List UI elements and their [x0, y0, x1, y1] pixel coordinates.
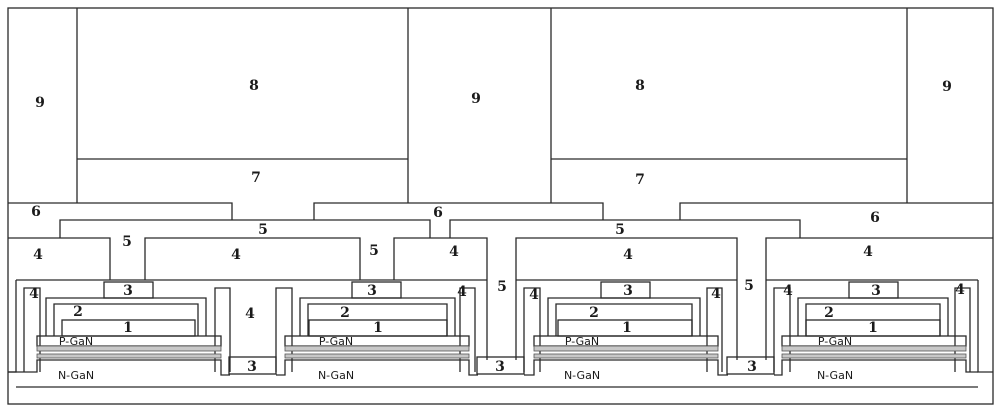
- label-6: 6: [870, 210, 880, 226]
- layer4-boundary: [766, 238, 993, 360]
- label-8: 8: [635, 78, 645, 94]
- label-2: 2: [824, 305, 834, 321]
- label-1: 1: [868, 320, 878, 336]
- layer4-boundary: [8, 238, 110, 280]
- layer6-boundary: [8, 203, 232, 220]
- label-3: 3: [871, 283, 881, 299]
- label-2: 2: [589, 305, 599, 321]
- label-9: 9: [35, 95, 45, 111]
- label-1: 1: [123, 320, 133, 336]
- led-chip-1: [8, 282, 276, 375]
- label-3: 3: [247, 359, 257, 375]
- label-4: 4: [231, 247, 241, 263]
- label-5: 5: [497, 279, 507, 295]
- label-4: 4: [449, 244, 459, 260]
- label-4: 4: [245, 306, 255, 322]
- label-2: 2: [340, 305, 350, 321]
- layer4-boundary: [394, 238, 487, 360]
- label-p-gan: P-GaN: [319, 335, 353, 348]
- label-5: 5: [615, 222, 625, 238]
- layer6-boundary: [680, 203, 993, 220]
- label-1: 1: [373, 320, 383, 336]
- label-4: 4: [623, 247, 633, 263]
- label-5: 5: [369, 243, 379, 259]
- label-4: 4: [29, 286, 39, 302]
- label-4: 4: [529, 287, 539, 303]
- label-9: 9: [942, 79, 952, 95]
- label-3: 3: [495, 359, 505, 375]
- label-n-gan: N-GaN: [564, 369, 600, 382]
- label-3: 3: [123, 283, 133, 299]
- label-4: 4: [783, 283, 793, 299]
- label-6: 6: [433, 205, 443, 221]
- label-8: 8: [249, 78, 259, 94]
- label-1: 1: [622, 320, 632, 336]
- label-7: 7: [251, 170, 261, 186]
- label-4: 4: [863, 244, 873, 260]
- label-4: 4: [955, 282, 965, 298]
- label-4: 4: [33, 247, 43, 263]
- label-p-gan: P-GaN: [818, 335, 852, 348]
- label-p-gan: P-GaN: [565, 335, 599, 348]
- label-n-gan: N-GaN: [817, 369, 853, 382]
- label-5: 5: [122, 234, 132, 250]
- label-p-gan: P-GaN: [59, 335, 93, 348]
- label-5: 5: [258, 222, 268, 238]
- label-4: 4: [457, 284, 467, 300]
- mesa-outline: [978, 280, 993, 372]
- label-7: 7: [635, 172, 645, 188]
- layer4-boundary: [145, 238, 360, 280]
- label-3: 3: [747, 359, 757, 375]
- label-n-gan: N-GaN: [58, 369, 94, 382]
- layer5-boundary: [450, 220, 800, 238]
- label-9: 9: [471, 91, 481, 107]
- label-3: 3: [623, 283, 633, 299]
- label-n-gan: N-GaN: [318, 369, 354, 382]
- label-2: 2: [73, 304, 83, 320]
- layer5-boundary: [60, 220, 430, 238]
- label-4: 4: [711, 286, 721, 302]
- label-5: 5: [744, 278, 754, 294]
- label-6: 6: [31, 204, 41, 220]
- label-3: 3: [367, 283, 377, 299]
- layer6-boundary: [314, 203, 603, 220]
- mesa-outline: [8, 280, 16, 372]
